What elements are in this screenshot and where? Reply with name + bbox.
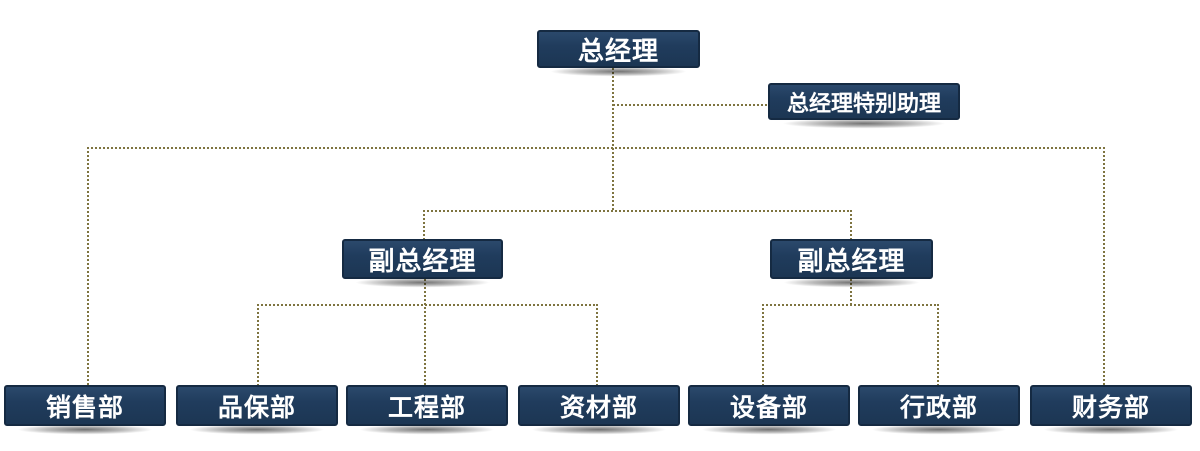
- connector-left-bracket: [257, 304, 598, 306]
- org-node-quality-assurance-dept: 品保部: [176, 385, 338, 435]
- org-node-equipment-dept: 设备部: [688, 385, 850, 435]
- org-node-sales-dept: 销售部: [4, 385, 166, 435]
- connector-right-bracket: [762, 304, 939, 306]
- connector-vp-left-stem: [424, 279, 426, 385]
- connector-vp-right-stem: [850, 279, 852, 306]
- connector-gm-trunk: [612, 68, 614, 212]
- connector-vp-right-drop: [850, 210, 852, 239]
- org-node-administration-dept: 行政部: [858, 385, 1020, 435]
- connector-vp-left-drop: [423, 210, 425, 239]
- org-node-engineering-dept: 工程部: [346, 385, 508, 435]
- connector-assistant-branch: [613, 104, 768, 106]
- connector-finance-drop: [1103, 147, 1105, 385]
- org-node-special-assistant: 总经理特别助理: [768, 83, 960, 129]
- org-node-finance-dept: 财务部: [1030, 385, 1192, 435]
- connector-materials-drop: [596, 304, 598, 385]
- connector-equipment-drop: [762, 304, 764, 385]
- connector-sales-drop: [87, 147, 89, 385]
- org-node-materials-dept: 资材部: [518, 385, 680, 435]
- connector-vp-rail: [423, 210, 852, 212]
- org-node-deputy-gm-left: 副总经理: [342, 239, 503, 288]
- connector-administration-drop: [937, 304, 939, 385]
- org-node-deputy-gm-right: 副总经理: [770, 239, 933, 288]
- connector-quality-drop: [257, 304, 259, 385]
- org-node-general-manager: 总经理: [537, 30, 700, 77]
- connector-top-rail: [87, 147, 1105, 149]
